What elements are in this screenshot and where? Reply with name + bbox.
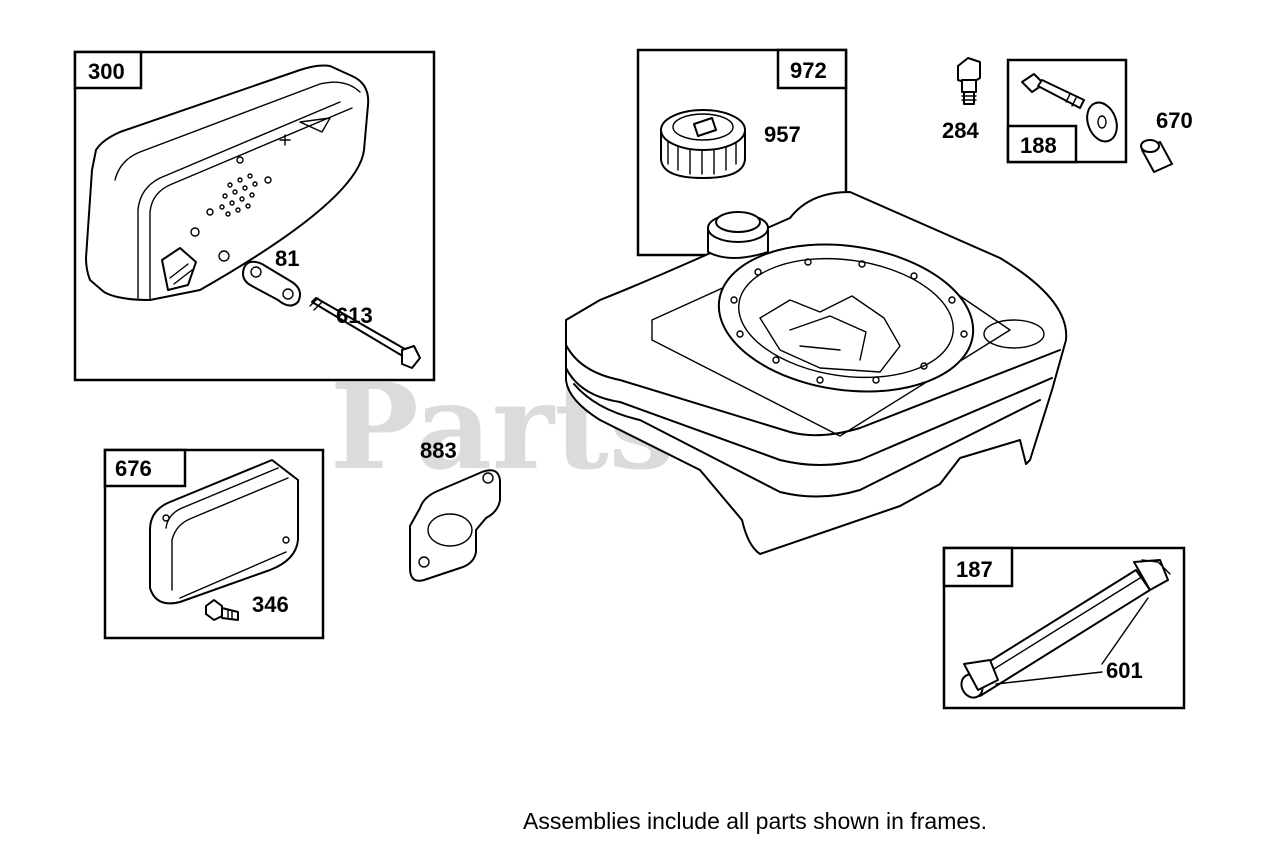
leader-601-b [1101,597,1149,665]
callout-81: 81 [275,246,299,271]
gasket-883[interactable] [409,469,501,582]
callout-670: 670 [1156,108,1193,133]
frame-188[interactable]: 188 [1006,58,1128,164]
frame-300[interactable]: 300 81 [73,50,436,382]
frame-300-label: 300 [88,59,125,84]
caption-note: Assemblies include all parts shown in fr… [523,808,988,834]
fuel-line-187[interactable] [957,559,1171,701]
frame-676-label: 676 [115,456,152,481]
bolt-188[interactable] [1021,73,1085,109]
callout-957: 957 [764,122,801,147]
callout-883: 883 [420,438,457,463]
gasket-81[interactable] [242,260,301,307]
screw-346[interactable] [205,599,239,621]
frame-676[interactable]: 676 346 [103,448,325,640]
fitting-284[interactable] [957,57,981,105]
bolt-613[interactable] [309,297,421,369]
frame-188-label: 188 [1020,133,1057,158]
callout-284: 284 [942,118,979,143]
callout-613: 613 [336,303,373,328]
frame-972[interactable]: 972 957 [636,48,848,257]
frame-187-label: 187 [956,557,993,582]
callout-601: 601 [1106,658,1143,683]
heat-shield-676[interactable] [149,459,299,605]
leader-601-a [995,671,1103,685]
frame-972-label: 972 [790,58,827,83]
fuel-cap-957[interactable] [660,109,746,179]
frame-187[interactable]: 187 601 [942,546,1186,710]
fuel-tank[interactable] [565,191,1068,555]
spacer-670[interactable] [1140,139,1173,173]
callout-346: 346 [252,592,289,617]
muffler-part[interactable] [85,64,370,301]
washer-188[interactable] [1082,98,1122,145]
